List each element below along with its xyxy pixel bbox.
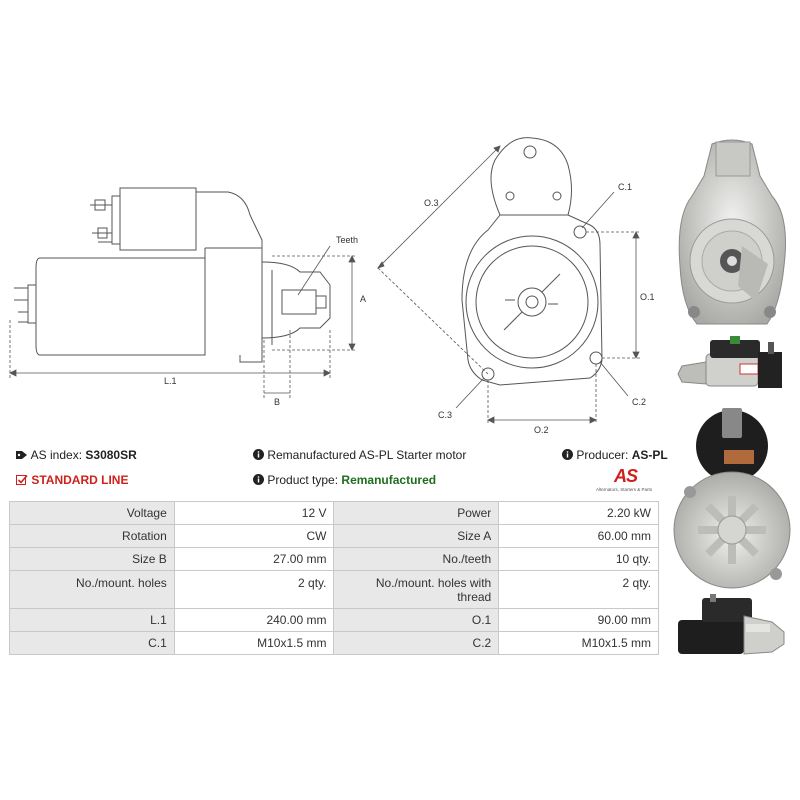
spec-label: Size B [9,547,175,571]
spec-label: Power [333,501,500,525]
spec-label: L.1 [9,608,175,632]
product-photo-rear [673,408,791,589]
info-icon [253,449,264,460]
dim-c3-label: C.3 [438,410,452,420]
dim-b-label: B [274,397,280,407]
product-type-label: Product type: [267,473,339,487]
spec-value: 90.00 mm [498,608,659,632]
as-logo-tagline: Alternators, Starters & Parts [596,487,653,492]
dim-a-label: A [360,294,366,304]
product-photo-side-angle [678,594,785,655]
front-view-drawing: O.3 C.1 O.1 C.3 C.2 O.2 [377,137,655,435]
spec-value: 60.00 mm [498,524,659,548]
description-text: Remanufactured AS-PL Starter motor [267,448,467,462]
spec-label: C.2 [333,631,500,655]
standard-line: STANDARD LINE [16,473,128,487]
dim-c1-label: C.1 [618,182,632,192]
spec-label: No./mount. holes with thread [333,570,500,609]
as-logo-mark: AS [614,466,638,486]
info-icon [253,474,264,485]
teeth-label: Teeth [336,235,358,245]
spec-label: Voltage [9,501,175,525]
spec-value: M10x1.5 mm [498,631,659,655]
spec-label: C.1 [9,631,175,655]
spec-value: 27.00 mm [173,547,335,571]
dim-c2-label: C.2 [632,397,646,407]
product-type-line: Product type: Remanufactured [253,473,436,487]
tag-icon [16,451,27,459]
as-index-label: AS index: [30,448,83,462]
spec-value: CW [173,524,335,548]
side-view-drawing: Teeth A B L.1 [9,187,366,407]
spec-label: O.1 [333,608,500,632]
producer-line: Producer: AS-PL [562,448,668,462]
spec-value: 10 qty. [498,547,659,571]
product-type-value: Remanufactured [341,473,437,487]
spec-value: M10x1.5 mm [173,631,335,655]
dim-o2-label: O.2 [534,425,549,435]
spec-label: Size A [333,524,500,548]
spec-label: No./mount. holes [9,570,175,609]
dim-o1-label: O.1 [640,292,655,302]
description-line: Remanufactured AS-PL Starter motor [253,448,466,462]
checkbox-icon [16,474,28,485]
spec-value: 12 V [173,501,335,525]
dim-l1-label: L.1 [164,376,177,386]
info-icon [562,449,573,460]
standard-line-label: STANDARD LINE [31,473,129,487]
producer-label: Producer: [576,448,629,462]
spec-label: Rotation [9,524,175,548]
product-photo-front [678,139,786,325]
spec-value: 2.20 kW [498,501,659,525]
spec-value: 240.00 mm [173,608,335,632]
as-index-value: S3080SR [85,448,137,462]
as-index-line: AS index: S3080SR [16,448,137,462]
producer-value: AS-PL [631,448,668,462]
spec-value: 2 qty. [173,570,335,609]
spec-value: 2 qty. [498,570,659,609]
dim-o3-label: O.3 [424,198,439,208]
spec-label: No./teeth [333,547,500,571]
as-logo: AS Alternators, Starters & Parts [596,466,662,496]
product-photo-side [677,336,782,388]
